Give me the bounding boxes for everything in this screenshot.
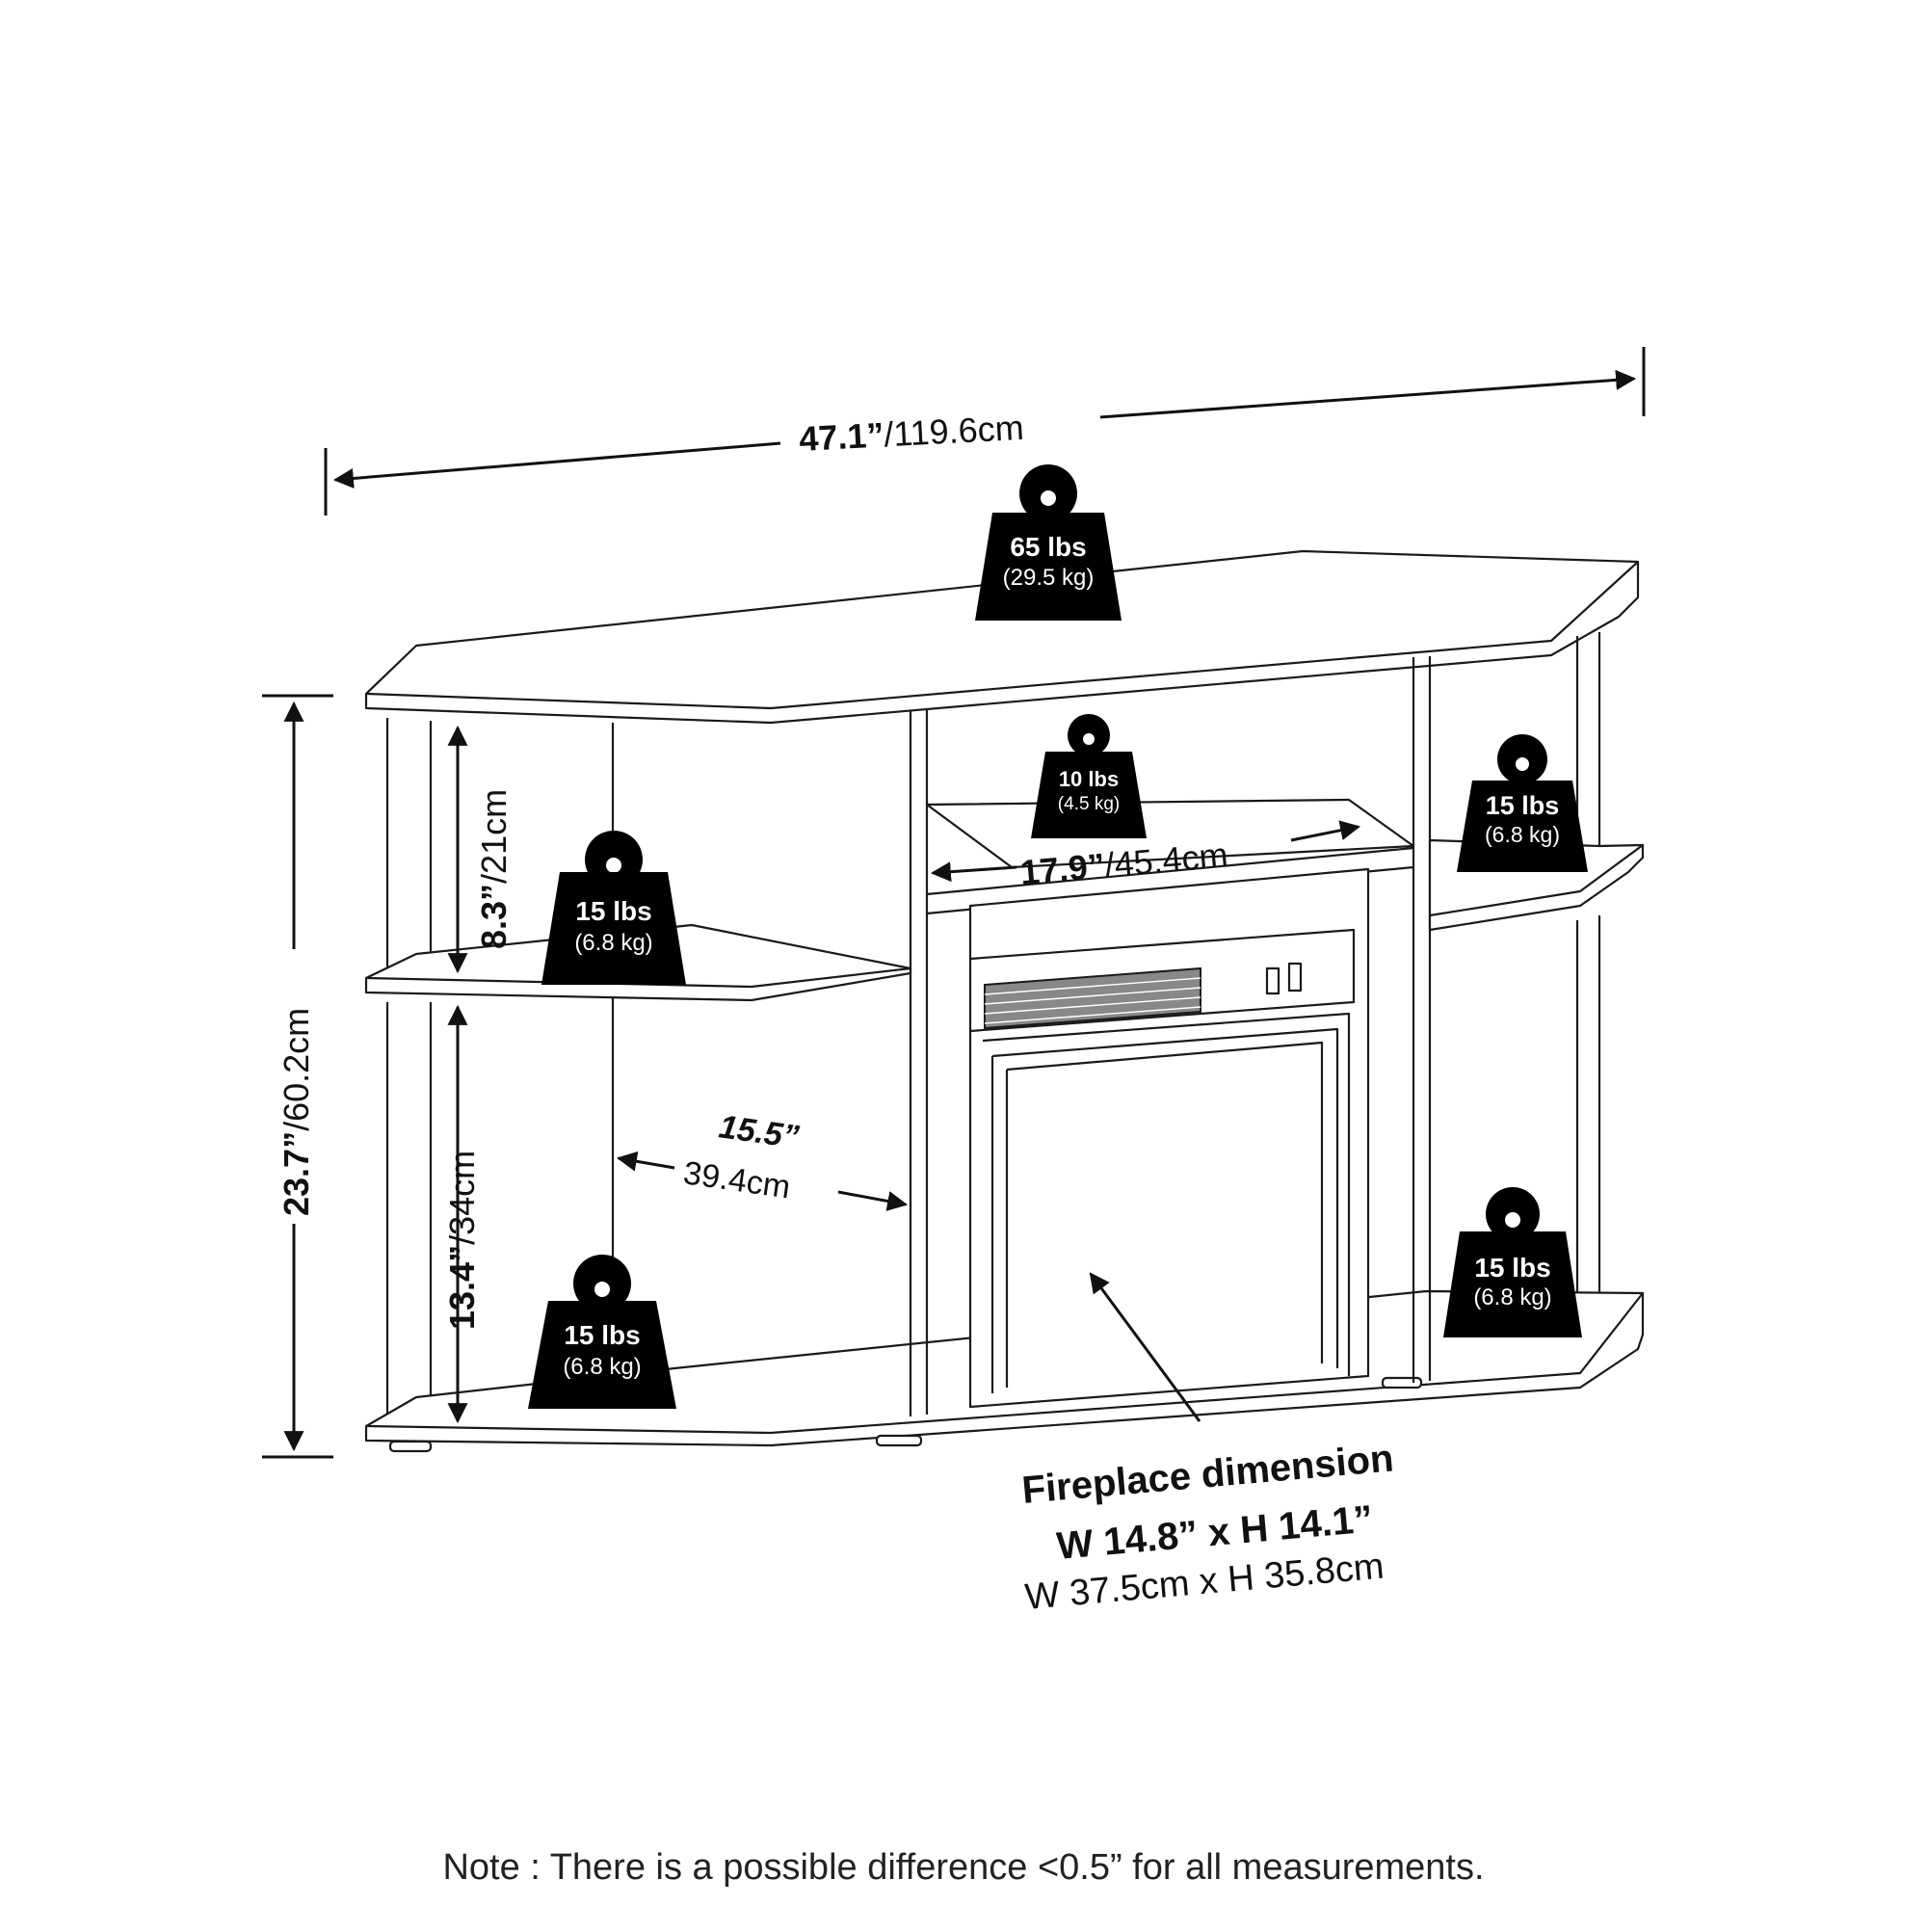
weight-lbs: 15 lbs: [1474, 1253, 1550, 1283]
weight-badge-left-upper: 15 lbs (6.8 kg): [541, 831, 686, 985]
weight-kg: (6.8 kg): [1473, 1284, 1551, 1310]
measurement-note: Note : There is a possible difference <0…: [442, 1847, 1484, 1888]
fireplace-caption: Fireplace dimension W 14.8” x H 14.1” W …: [1020, 1437, 1395, 1618]
fireplace-unit: [968, 867, 1370, 1409]
upper-shelf-label: 8.3”/21cm: [474, 789, 514, 949]
heater-grille: [984, 966, 1201, 1030]
top-shelf: [364, 549, 1640, 725]
width-dimension: 47.1”/119.6cm: [324, 347, 1646, 516]
upper-shelf-dimension: 8.3”/21cm: [447, 725, 514, 974]
width-inch-label: 47.1”/119.6cm: [798, 408, 1024, 459]
fireplace-pointer-arrow: [1089, 1272, 1201, 1422]
weight-badge-left-lower: 15 lbs (6.8 kg): [528, 1255, 676, 1409]
post-right-back-lower: [1575, 915, 1601, 1296]
post-right-back: [1575, 632, 1601, 853]
weight-lbs: 65 lbs: [1010, 532, 1086, 562]
weight-lbs: 15 lbs: [1486, 791, 1560, 820]
tv-stand-illustration: [364, 549, 1645, 1453]
weight-badge-right-upper: 15 lbs (6.8 kg): [1457, 734, 1588, 872]
post-left-front: [385, 718, 433, 973]
post-left-front-lower: [385, 1002, 433, 1424]
weight-badge-center: 10 lbs (4.5 kg): [1031, 714, 1147, 838]
side-depth-cm: 39.4cm: [681, 1154, 793, 1205]
lower-shelf-dimension: 13.4”/34cm: [442, 1004, 482, 1424]
foot: [1381, 1376, 1423, 1389]
weight-lbs: 15 lbs: [575, 896, 651, 926]
weight-lbs: 10 lbs: [1059, 767, 1119, 791]
weight-kg: (4.5 kg): [1058, 794, 1120, 814]
side-depth-inch: 15.5”: [717, 1108, 802, 1155]
weight-kg: (6.8 kg): [1485, 822, 1560, 847]
side-depth-dimension: 15.5” 39.4cm: [616, 1108, 909, 1211]
foot: [875, 1434, 923, 1447]
center-cabinet-left-panel: [909, 709, 929, 1416]
weight-kg: (6.8 kg): [563, 1354, 641, 1380]
center-cabinet-right-panel: [1412, 656, 1432, 1383]
weight-badge-top: 65 lbs (29.5 kg): [975, 464, 1122, 621]
weight-kg: (6.8 kg): [574, 930, 652, 956]
foot: [388, 1440, 433, 1453]
lower-shelf-label: 13.4”/34cm: [442, 1151, 482, 1330]
height-dimension: 23.7”/60.2cm: [262, 694, 333, 1459]
weight-lbs: 15 lbs: [564, 1320, 640, 1350]
height-label: 23.7”/60.2cm: [277, 1008, 316, 1216]
control-buttons: [1265, 962, 1303, 995]
weight-badge-right-lower: 15 lbs (6.8 kg): [1443, 1187, 1582, 1337]
weight-kg: (29.5 kg): [1003, 565, 1095, 591]
